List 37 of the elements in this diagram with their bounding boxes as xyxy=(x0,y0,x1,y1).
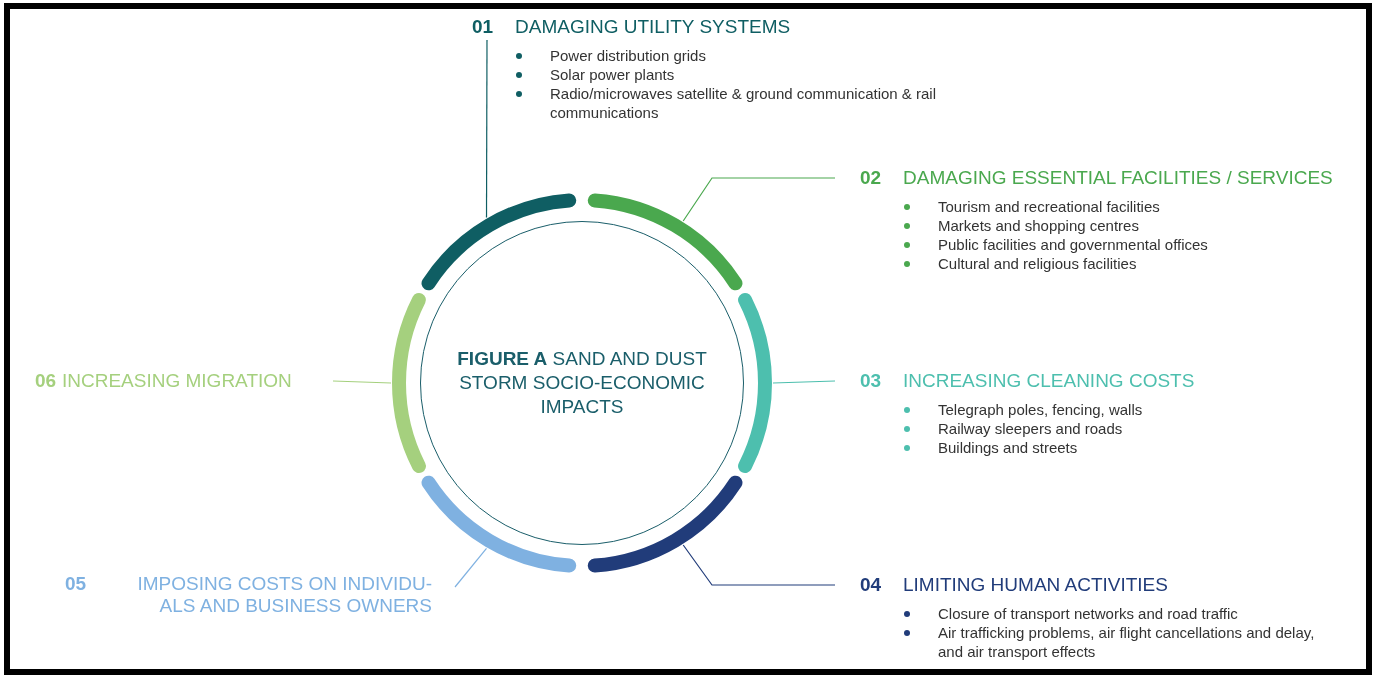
ring-segment xyxy=(738,292,772,474)
ring-segment xyxy=(421,193,577,291)
bullet-text: Radio/microwaves satellite & ground communication & rail communications xyxy=(550,85,936,121)
bullet-text: Buildings and streets xyxy=(938,439,1078,456)
step-number: 06 xyxy=(35,370,58,392)
ring-segment xyxy=(587,475,743,573)
impact-heading: INCREASING MIGRATION xyxy=(62,370,292,392)
leader-line xyxy=(454,547,488,588)
impact-heading: DAMAGING UTILITY SYSTEMS xyxy=(515,16,791,38)
impact-heading: INCREASING CLEANING COSTS xyxy=(903,370,1195,392)
leader-line xyxy=(772,380,836,384)
leader-line xyxy=(332,380,392,384)
bullet-text: Telegraph poles, fencing, walls xyxy=(938,401,1143,418)
bullet-text: Markets and shopping centres xyxy=(938,217,1139,234)
leader-line xyxy=(682,544,836,586)
leader-line xyxy=(682,177,836,222)
bullet-text: Public facilities and governmental offices xyxy=(938,236,1208,253)
bullet-text: Cultural and religious facilities xyxy=(938,255,1137,272)
ring-segment xyxy=(421,475,577,573)
bullet-text: Solar power plants xyxy=(550,66,675,83)
step-number: 03 xyxy=(860,370,883,392)
step-number: 02 xyxy=(860,167,883,189)
bullet-text: Railway sleepers and roads xyxy=(938,420,1123,437)
bullet-text: Closure of transport networks and road traffic xyxy=(938,605,1238,622)
impact-heading: IMPOSING COSTS ON INDIVIDU- ALS AND BUSINESS OWNERS xyxy=(136,573,432,617)
impact-heading: LIMITING HUMAN ACTIVITIES xyxy=(903,574,1168,596)
bullet-text: Air trafficking problems, air flight cancellations and delay, and air transport effects xyxy=(938,624,1315,660)
step-number: 04 xyxy=(860,574,883,596)
ring-segment xyxy=(587,193,743,291)
ring-segment xyxy=(392,292,426,474)
leader-line xyxy=(485,39,488,219)
step-number: 01 xyxy=(472,16,495,38)
impact-heading: DAMAGING ESSENTIAL FACILITIES / SERVICES xyxy=(903,167,1333,189)
step-number: 05 xyxy=(65,573,88,595)
node-label: FIGURE A SAND AND DUST STORM SOCIO-ECONOMIC IMPACTS xyxy=(456,347,708,419)
bullet-text: Tourism and recreational facilities xyxy=(938,198,1160,215)
bullet-text: Power distribution grids xyxy=(550,47,706,64)
